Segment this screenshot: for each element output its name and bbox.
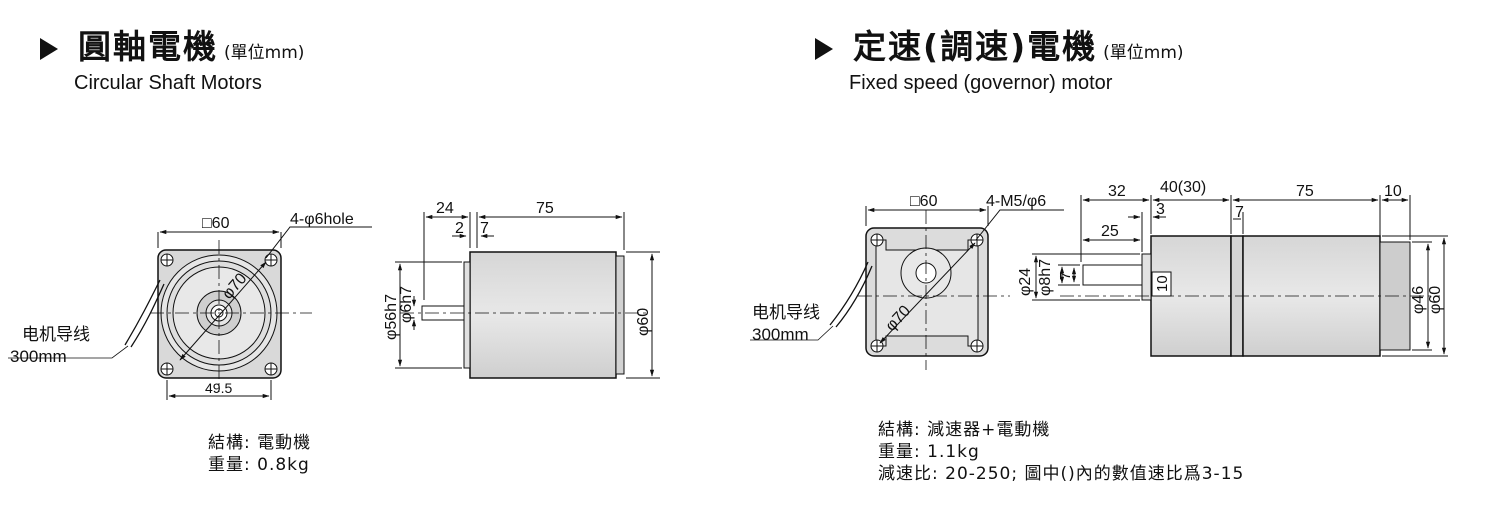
triangle-bullet-icon <box>40 38 58 60</box>
right-lead-length: 300mm <box>752 325 809 344</box>
left-holes-dim: 4-φ6hole <box>290 211 354 228</box>
right-lead-label: 电机导线 <box>752 303 820 322</box>
right-key10-dim: 10 <box>1154 275 1171 292</box>
right-phi8-dim: φ8h7 <box>1037 259 1054 296</box>
right-d3-dim: 3 <box>1156 201 1165 218</box>
right-d7-dim: 7 <box>1235 204 1244 221</box>
right-title-en: Fixed speed (governor) motor <box>849 72 1113 94</box>
left-header: 圓軸電機 (單位mm) Circular Shaft Motors <box>40 20 304 95</box>
right-unit: (單位mm) <box>1103 43 1184 63</box>
left-lead-label: 电机导线 <box>22 325 90 344</box>
right-spec-structure: 結構: 減速器+電動機 <box>878 420 1051 440</box>
left-unit: (單位mm) <box>224 43 305 63</box>
left-d2-dim: 2 <box>455 220 464 237</box>
left-side-view <box>395 212 660 379</box>
right-key7-dim: 7 <box>1057 272 1074 280</box>
left-phi60-dim: φ60 <box>635 308 652 336</box>
left-bottom-dim: 49.5 <box>205 380 232 396</box>
right-d10-dim: 10 <box>1384 183 1402 200</box>
right-d32-dim: 32 <box>1108 183 1126 200</box>
left-title-en: Circular Shaft Motors <box>74 72 262 94</box>
right-front-view <box>750 206 1064 370</box>
right-spec-ratio: 減速比: 20-250; 圖中()內的數值速比爲3-15 <box>878 464 1245 484</box>
left-spec-weight: 重量: 0.8kg <box>208 455 310 475</box>
right-phi60-dim: φ60 <box>1427 286 1444 314</box>
left-phi6-dim: φ6h7 <box>398 286 415 323</box>
right-header: 定速(調速)電機 (單位mm) Fixed speed (governor) m… <box>815 20 1184 95</box>
right-spec-weight: 重量: 1.1kg <box>878 442 980 462</box>
left-front-view <box>8 226 372 400</box>
left-spec: 結構: 電動機 重量: 0.8kg <box>208 432 311 476</box>
right-title-zh: 定速(調速)電機 <box>853 27 1098 66</box>
right-d75-dim: 75 <box>1296 183 1314 200</box>
triangle-bullet-icon <box>815 38 833 60</box>
right-side-view <box>1032 195 1448 357</box>
left-lead-length: 300mm <box>10 347 67 366</box>
right-d40-dim: 40(30) <box>1160 179 1206 196</box>
left-square-dim: □60 <box>202 215 230 232</box>
right-holes-dim: 4-M5/φ6 <box>986 193 1046 210</box>
left-d7-dim: 7 <box>480 220 489 237</box>
right-d25-dim: 25 <box>1101 223 1119 240</box>
mount-hole-icon <box>160 253 278 376</box>
right-phi24-dim: φ24 <box>1017 268 1034 296</box>
right-phi46-dim: φ46 <box>1410 286 1427 314</box>
left-phi56-dim: φ56h7 <box>383 294 400 340</box>
left-d75-dim: 75 <box>536 200 554 217</box>
left-d24-dim: 24 <box>436 200 454 217</box>
left-title-zh: 圓軸電機 <box>78 27 218 66</box>
right-square-dim: □60 <box>910 193 938 210</box>
right-spec: 結構: 減速器+電動機 重量: 1.1kg 減速比: 20-250; 圖中()內… <box>878 419 1244 485</box>
left-spec-structure: 結構: 電動機 <box>208 433 312 453</box>
